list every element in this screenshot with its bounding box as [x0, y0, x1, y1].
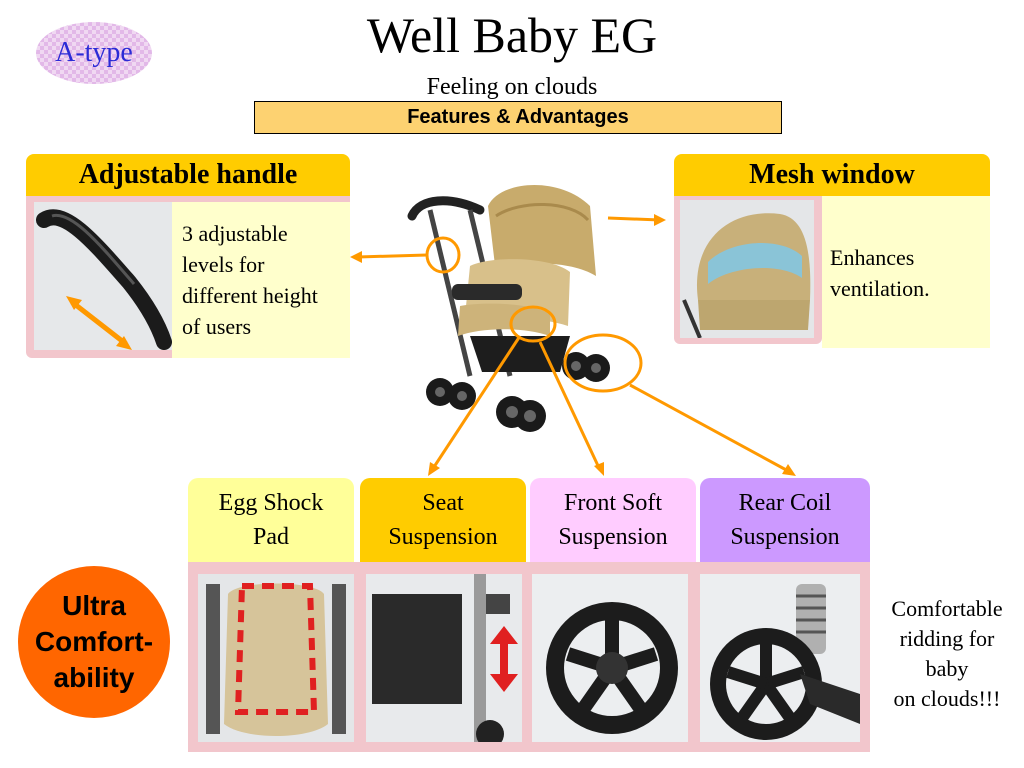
handle-illustration [36, 209, 172, 350]
comfort-line: Comfortable [891, 596, 1003, 621]
handle-photo [34, 202, 172, 350]
stroller-image [407, 184, 610, 432]
a-type-label: A-type [55, 37, 133, 68]
feature-label-line: Rear Coil [738, 490, 832, 516]
comfort-line: baby [925, 656, 969, 681]
handle-text-line: levels for [182, 252, 265, 277]
egg-shock-pad-photo [198, 574, 354, 742]
handle-text-line: of users [182, 314, 252, 339]
feature-label-line: Suspension [388, 524, 498, 550]
comfort-line: ridding for [899, 626, 995, 651]
mesh-text-line: Enhances [830, 245, 915, 270]
handle-header: Adjustable handle [26, 154, 350, 196]
seat-suspension-illustration [366, 574, 522, 742]
comfort-line: on clouds!!! [893, 686, 1001, 711]
arrow-up-icon [66, 296, 82, 310]
comfort-caption: Comfortable ridding for baby on clouds!!… [872, 594, 1022, 714]
handle-text-line: 3 adjustable [182, 221, 288, 246]
ultra-line: ability [53, 662, 135, 693]
page-subtitle: Feeling on clouds [426, 74, 598, 100]
seat-pad-illustration [198, 574, 354, 742]
arrow-up-icon [490, 626, 518, 644]
feature-label-line: Suspension [558, 524, 668, 550]
mesh-header: Mesh window [674, 154, 990, 196]
feature-label-line: Seat [422, 490, 464, 516]
mesh-photo [680, 200, 814, 338]
feature-label-line: Front Soft [563, 490, 662, 516]
feature-label-line: Pad [252, 524, 289, 550]
arrow-down-icon [116, 336, 132, 350]
rear-coil-suspension-photo [700, 574, 860, 742]
handle-description: 3 adjustable levels for different height… [172, 202, 350, 358]
handle-text-line: different height [182, 283, 318, 308]
a-type-badge: A-type [36, 22, 152, 84]
ultra-comfort-badge: Ultra Comfort- ability [18, 566, 170, 718]
feature-label-line: Egg Shock [218, 490, 324, 516]
canopy-illustration [680, 200, 814, 338]
ultra-line: Ultra [62, 590, 126, 621]
seat-suspension-photo [366, 574, 522, 742]
wheel-callout-circle [563, 333, 643, 393]
features-banner: Features & Advantages [254, 101, 782, 134]
handle-callout-circle [425, 236, 461, 274]
feature-label-line: Suspension [730, 524, 840, 550]
seat-callout-circle [509, 305, 557, 343]
front-soft-suspension-photo [532, 574, 688, 742]
rear-wheel-illustration [700, 574, 860, 742]
arrow-down-icon [490, 674, 518, 692]
ultra-line: Comfort- [34, 626, 154, 657]
mesh-text-line: ventilation. [830, 276, 930, 301]
page-title: Well Baby EG [366, 7, 658, 63]
front-wheel-illustration [532, 574, 688, 742]
mesh-description: Enhances ventilation. [822, 196, 990, 348]
